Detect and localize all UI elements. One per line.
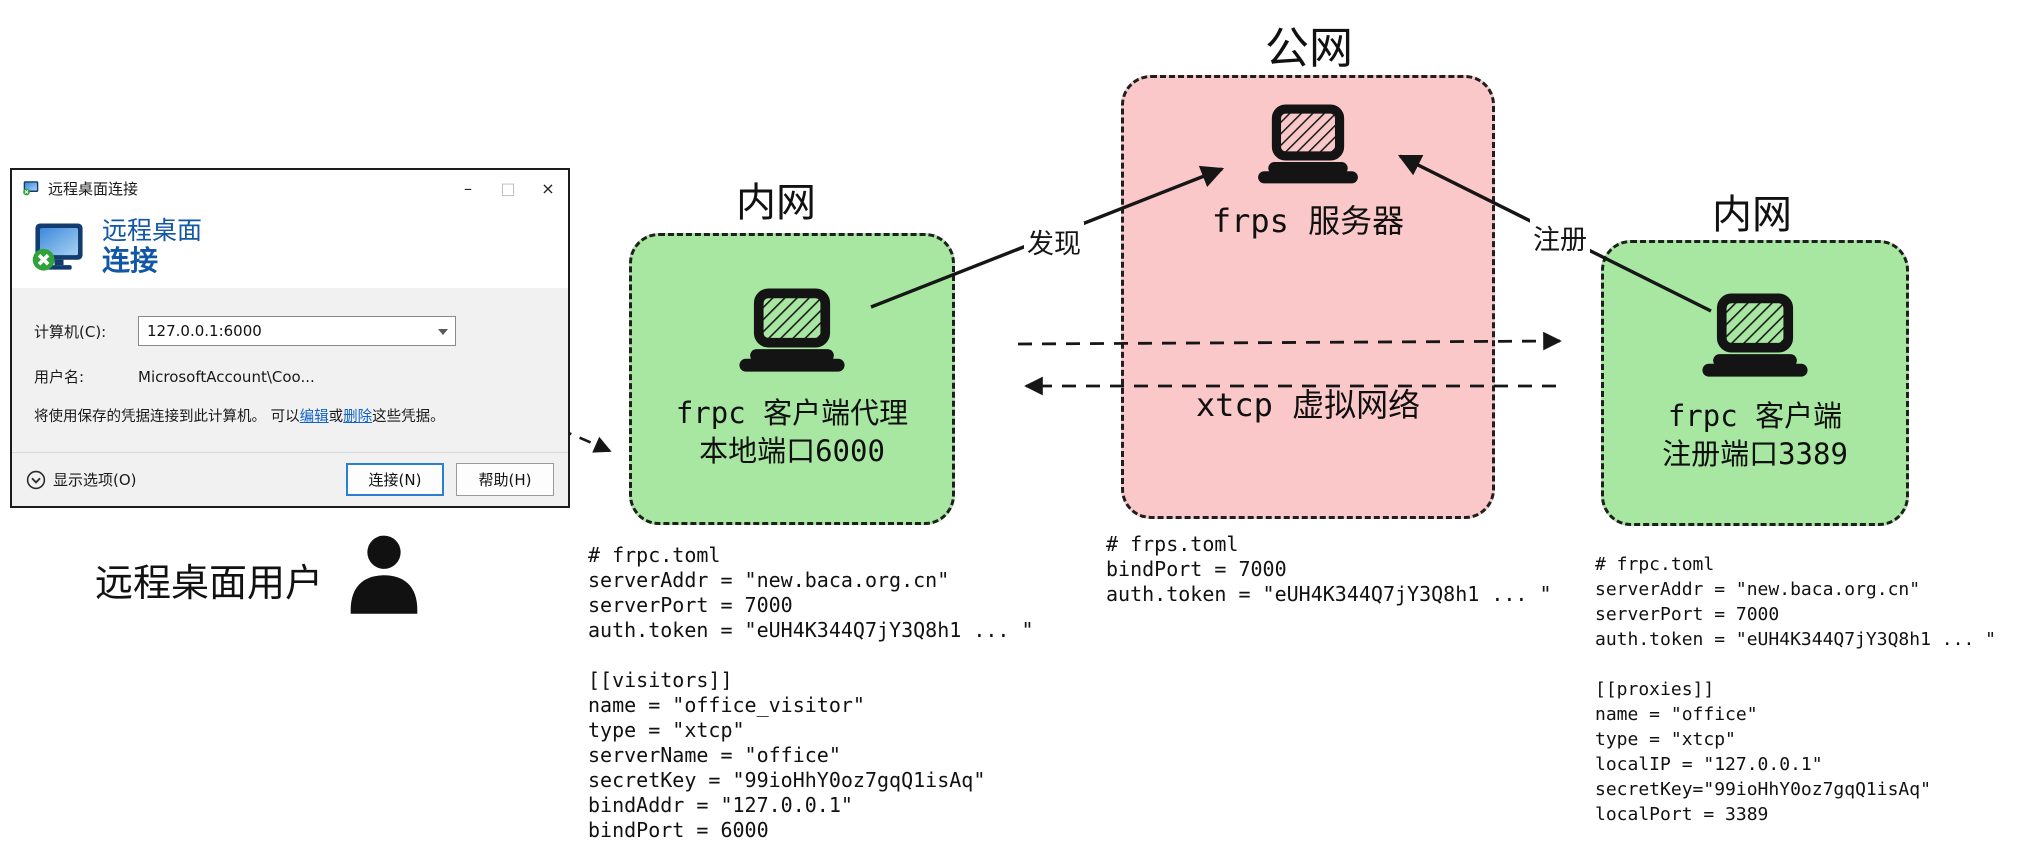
laptop-icon	[739, 288, 845, 372]
note-prefix: 将使用保存的凭据连接到此计算机。 可以	[34, 409, 300, 425]
frps-server-config: # frps.toml bindPort = 7000 auth.token =…	[1106, 532, 1552, 606]
rdp-window: 远程桌面连接 – □ × 远程桌面 连接 计算机(C):	[10, 168, 570, 508]
credentials-note: 将使用保存的凭据连接到此计算机。 可以编辑或删除这些凭据。	[34, 407, 546, 429]
show-options-button[interactable]: 显示选项(O)	[26, 469, 334, 490]
rdp-banner: 远程桌面 连接	[12, 206, 568, 288]
rdp-heading-line2: 连接	[102, 244, 159, 278]
frpc-proxy-caption-line2: 注册端口3389	[1662, 437, 1848, 472]
register-arrow-label: 注册	[1530, 218, 1590, 257]
laptop-icon	[1258, 104, 1358, 184]
discover-arrow-label: 发现	[1024, 222, 1084, 261]
rdp-window-title: 远程桌面连接	[48, 179, 139, 198]
xtcp-network-caption: xtcp 虚拟网络	[1195, 385, 1421, 424]
edit-credentials-link[interactable]: 编辑	[299, 409, 329, 425]
rdp-heading-line1: 远程桌面	[102, 215, 203, 245]
rdp-titlebar[interactable]: 远程桌面连接 – □ ×	[12, 170, 568, 206]
computer-combobox[interactable]	[138, 316, 456, 346]
frpc-proxy-caption-line1: frpc 客户端	[1667, 398, 1843, 433]
username-label: 用户名:	[34, 368, 85, 386]
close-icon[interactable]: ×	[541, 178, 555, 198]
frps-server-caption: frps 服务器	[1211, 201, 1405, 240]
show-options-icon	[26, 470, 46, 489]
intranet-left-label: 内网	[736, 180, 816, 226]
frpc-proxy-caption: frpc 客户端 注册端口3389	[1662, 397, 1848, 474]
rdp-form: 计算机(C): 用户名: MicrosoftAccount\Coo... 将使用…	[12, 288, 568, 452]
computer-label: 计算机(C):	[34, 322, 107, 341]
frpc-proxy-config: # frpc.toml serverAddr = "new.baca.org.c…	[1595, 554, 1996, 825]
username-value: MicrosoftAccount\Coo...	[138, 367, 315, 386]
frpc-visitor-caption: frpc 客户端代理 本地端口6000	[676, 394, 908, 471]
intranet-right-label: 内网	[1712, 192, 1792, 238]
delete-credentials-link[interactable]: 删除	[343, 409, 373, 425]
rdp-heading: 远程桌面 连接	[102, 215, 203, 278]
connect-button[interactable]: 连接(N)	[346, 463, 444, 496]
note-suffix: 这些凭据。	[372, 409, 445, 425]
computer-input[interactable]	[139, 317, 455, 345]
rdp-footer: 显示选项(O) 连接(N) 帮助(H)	[12, 452, 568, 506]
chevron-down-icon[interactable]	[438, 329, 448, 335]
frpc-visitor-box: frpc 客户端代理 本地端口6000	[629, 233, 955, 525]
person-icon	[350, 535, 418, 614]
frps-public-box: frps 服务器 xtcp 虚拟网络	[1121, 75, 1495, 519]
frpc-visitor-caption-line1: frpc 客户端代理	[675, 395, 909, 430]
help-button[interactable]: 帮助(H)	[456, 463, 554, 496]
show-options-label: 显示选项(O)	[53, 471, 137, 489]
laptop-icon	[1702, 293, 1808, 377]
rdp-titlebar-icon	[23, 181, 39, 196]
frpc-visitor-config: # frpc.toml serverAddr = "new.baca.org.c…	[588, 543, 1034, 842]
frpc-proxy-box: frpc 客户端 注册端口3389	[1601, 240, 1909, 526]
maximize-icon[interactable]: □	[500, 178, 516, 198]
remote-desktop-user-label: 远程桌面用户	[95, 561, 324, 605]
note-middle: 或	[328, 409, 344, 425]
frpc-visitor-caption-line2: 本地端口6000	[699, 434, 885, 469]
remote-desktop-icon	[32, 223, 83, 271]
public-network-label: 公网	[1265, 23, 1353, 74]
minimize-icon[interactable]: –	[464, 178, 472, 198]
